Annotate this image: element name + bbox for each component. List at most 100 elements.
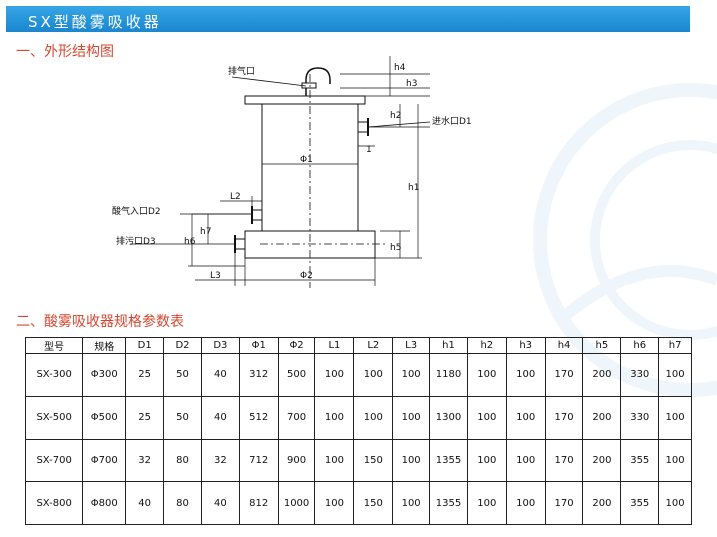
table-cell: 100 bbox=[658, 353, 692, 397]
table-cell: 1000 bbox=[277, 481, 316, 525]
label-h2: h2 bbox=[390, 111, 401, 121]
title-bar: SX型酸雾吸收器 bbox=[6, 6, 690, 32]
table-cell: 1355 bbox=[429, 438, 468, 483]
table-cell: 355 bbox=[620, 481, 660, 525]
table-cell: 700 bbox=[277, 395, 316, 440]
label-l1: 1 bbox=[366, 145, 372, 155]
header-cell: h5 bbox=[582, 337, 622, 354]
table-cell: 100 bbox=[658, 395, 692, 440]
table-cell: 100 bbox=[505, 438, 546, 483]
water-inlet-pipe bbox=[358, 122, 368, 132]
section-heading-spec-table: 二、酸雾吸收器规格参数表 bbox=[16, 314, 184, 330]
table-cell: 512 bbox=[238, 395, 279, 440]
table-cell: 100 bbox=[505, 395, 546, 440]
acid-inlet-pipe bbox=[252, 210, 262, 220]
table-cell: SX-700 bbox=[24, 438, 84, 483]
table-cell: 40 bbox=[200, 353, 240, 397]
table-cell: 1355 bbox=[429, 481, 468, 525]
table-cell: 200 bbox=[582, 395, 622, 440]
table-cell: 80 bbox=[163, 481, 202, 525]
table-cell: 1180 bbox=[429, 353, 468, 397]
table-cell: 100 bbox=[353, 353, 394, 397]
drain-pipe bbox=[235, 239, 245, 249]
table-cell: 330 bbox=[620, 395, 660, 440]
table-cell: 80 bbox=[163, 438, 202, 483]
table-cell: 32 bbox=[200, 438, 240, 483]
label-phi1: Φ1 bbox=[300, 155, 313, 165]
table-cell: 100 bbox=[658, 481, 692, 525]
section-heading-structure: 一、外形结构图 bbox=[16, 44, 114, 60]
label-h4: h4 bbox=[394, 63, 406, 73]
table-cell: 100 bbox=[466, 353, 507, 397]
table-cell: Φ500 bbox=[82, 395, 127, 440]
header-cell: D3 bbox=[200, 337, 240, 354]
table-cell: 170 bbox=[544, 395, 584, 440]
table-cell: 100 bbox=[505, 481, 546, 525]
label-phi2: Φ2 bbox=[300, 271, 313, 281]
table-cell: 200 bbox=[582, 353, 622, 397]
header-cell: D1 bbox=[125, 337, 165, 354]
table-cell: 100 bbox=[392, 481, 431, 525]
label-l3: L3 bbox=[210, 271, 221, 281]
exhaust-pipe bbox=[306, 68, 330, 96]
table-cell: 40 bbox=[125, 481, 165, 525]
label-exhaust: 排气口 bbox=[228, 65, 255, 77]
table-cell: SX-800 bbox=[24, 481, 84, 525]
header-cell: L3 bbox=[392, 337, 431, 354]
table-cell: 200 bbox=[582, 481, 622, 525]
table-cell: 500 bbox=[277, 353, 316, 397]
label-h5: h5 bbox=[390, 243, 401, 253]
table-cell: 100 bbox=[314, 353, 355, 397]
table-cell: 50 bbox=[163, 353, 202, 397]
header-cell: L2 bbox=[353, 337, 394, 354]
header-cell: h7 bbox=[658, 337, 692, 354]
label-drain: 排污口D3 bbox=[116, 235, 156, 247]
table-cell: 40 bbox=[200, 395, 240, 440]
header-cell: 规格 bbox=[82, 337, 127, 354]
table-cell: Φ800 bbox=[82, 481, 127, 525]
table-cell: 100 bbox=[466, 395, 507, 440]
header-cell: D2 bbox=[163, 337, 202, 354]
spec-table: 型号 规格 D1 D2 D3 Φ1 Φ2 L1 L2 L3 h1 h2 h3 h… bbox=[24, 337, 692, 525]
table-cell: 100 bbox=[392, 395, 431, 440]
header-cell: L1 bbox=[314, 337, 355, 354]
header-cell: Φ1 bbox=[238, 337, 279, 354]
table-cell: 170 bbox=[544, 481, 584, 525]
table-cell: 100 bbox=[314, 395, 355, 440]
table-cell: SX-500 bbox=[24, 395, 84, 440]
label-h3: h3 bbox=[406, 79, 417, 89]
header-cell: Φ2 bbox=[277, 337, 316, 354]
table-cell: 170 bbox=[544, 438, 584, 483]
table-header-row: 型号 规格 D1 D2 D3 Φ1 Φ2 L1 L2 L3 h1 h2 h3 h… bbox=[24, 337, 692, 354]
table-cell: 25 bbox=[125, 395, 165, 440]
label-h7: h7 bbox=[200, 227, 211, 237]
table-cell: 100 bbox=[505, 353, 546, 397]
table-cell: 40 bbox=[200, 481, 240, 525]
table-cell: 50 bbox=[163, 395, 202, 440]
table-cell: 100 bbox=[314, 481, 355, 525]
table-cell: 150 bbox=[353, 481, 394, 525]
header-cell: h1 bbox=[429, 337, 468, 354]
table-cell: SX-300 bbox=[24, 353, 84, 397]
table-cell: 100 bbox=[466, 481, 507, 525]
table-cell: 712 bbox=[238, 438, 279, 483]
header-cell: h4 bbox=[544, 337, 584, 354]
table-cell: 900 bbox=[277, 438, 316, 483]
table-cell: 100 bbox=[314, 438, 355, 483]
header-cell: h6 bbox=[620, 337, 660, 354]
table-cell: 100 bbox=[658, 438, 692, 483]
table-cell: 25 bbox=[125, 353, 165, 397]
table-cell: 100 bbox=[466, 438, 507, 483]
table-cell: 1300 bbox=[429, 395, 468, 440]
header-cell: 型号 bbox=[24, 337, 84, 354]
structure-diagram: 排气口 进水口D1 酸气入口D2 排污口D3 Φ1 Φ2 L2 L3 1 h4 … bbox=[112, 56, 472, 292]
table-cell: 312 bbox=[238, 353, 279, 397]
table-cell: 330 bbox=[620, 353, 660, 397]
header-cell: h2 bbox=[466, 337, 507, 354]
label-h1: h1 bbox=[408, 183, 419, 193]
label-l2: L2 bbox=[230, 192, 241, 202]
